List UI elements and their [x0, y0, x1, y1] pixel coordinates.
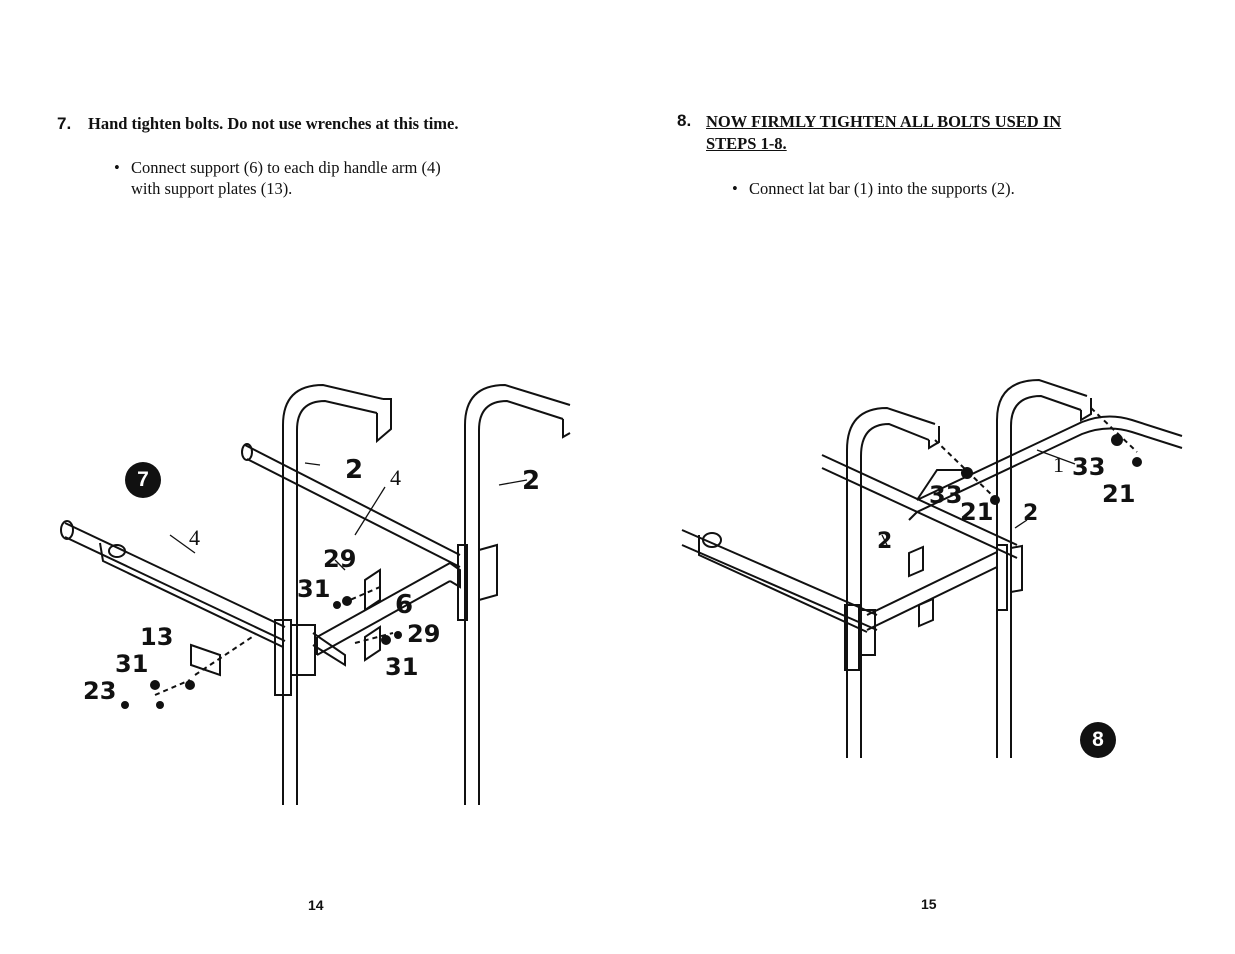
- label-bolt-right: 21: [1102, 480, 1135, 508]
- step-8-title-line-1: NOW FIRMLY TIGHTEN ALL BOLTS USED IN: [706, 112, 1062, 131]
- step-8-assembly-diagram: 2 2 1 33 21 33 21: [681, 378, 1183, 758]
- bullet-line-1: Connect lat bar (1) into the supports (2…: [749, 179, 1015, 198]
- label-bolt-mid: 21: [960, 498, 993, 526]
- page-14: 7. Hand tighten bolts. Do not use wrench…: [0, 0, 617, 954]
- step-7-badge: 7: [125, 462, 161, 498]
- page-15: 8. NOW FIRMLY TIGHTEN ALL BOLTS USED IN …: [617, 0, 1235, 954]
- label-nut-left: 31: [115, 650, 148, 678]
- label-nut-lower: 31: [385, 653, 418, 681]
- label-frame-left: 2: [877, 529, 892, 554]
- bullet-dot: •: [732, 179, 738, 198]
- bullet-dot: •: [114, 158, 120, 177]
- label-bolt-top: 29: [323, 545, 356, 573]
- label-bolt-lower: 29: [407, 620, 440, 648]
- label-plate: 13: [140, 623, 173, 651]
- label-nut-top: 31: [297, 575, 330, 603]
- bullet-line-1: Connect support (6) to each dip handle a…: [131, 158, 441, 177]
- label-frame-left: 2: [345, 455, 363, 485]
- label-frame-right: 2: [1023, 501, 1038, 526]
- step-7-bullet: • Connect support (6) to each dip handle…: [114, 157, 534, 201]
- bullet-line-2: with support plates (13).: [131, 179, 293, 198]
- label-bolt-left: 23: [83, 677, 116, 705]
- step-7-number: 7.: [57, 114, 72, 133]
- step-8-number: 8.: [677, 111, 692, 130]
- step-7-assembly-diagram: 2 2 4 4 6 29 31 29 31 13 31 23: [60, 383, 571, 805]
- page-number: 15: [921, 896, 937, 912]
- label-washer-right: 33: [1072, 453, 1105, 481]
- step-8-badge: 8: [1080, 722, 1116, 758]
- label-frame-right: 2: [522, 466, 540, 496]
- step-8-title-line-2: STEPS 1-8.: [706, 134, 787, 153]
- label-support: 6: [395, 590, 413, 620]
- page-number: 14: [308, 897, 324, 913]
- label-lat-bar: 1: [1053, 452, 1064, 477]
- step-7-title: Hand tighten bolts. Do not use wrenches …: [88, 114, 459, 133]
- label-washer-mid: 33: [929, 481, 962, 509]
- label-arm-back: 4: [390, 465, 401, 490]
- label-arm-front: 4: [189, 525, 200, 550]
- step-8-bullet: • Connect lat bar (1) into the supports …: [732, 178, 1152, 200]
